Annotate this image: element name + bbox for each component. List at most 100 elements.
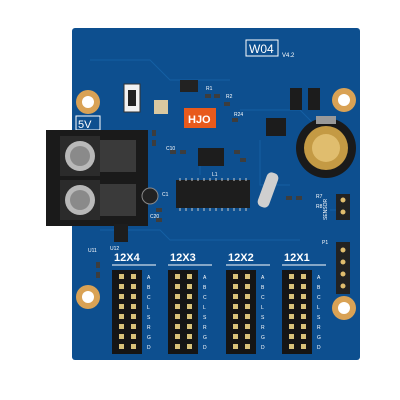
pin-row-letter: S bbox=[261, 315, 265, 321]
header-pin bbox=[175, 314, 180, 319]
header-pin bbox=[233, 274, 238, 279]
header-pin bbox=[289, 284, 294, 289]
pin-row-letter: A bbox=[203, 275, 207, 281]
header-pin bbox=[131, 334, 136, 339]
pin-row-letter: C bbox=[261, 295, 265, 301]
electrolytic-capacitor bbox=[141, 187, 159, 205]
pin-row-letter: S bbox=[317, 315, 321, 321]
header-pin bbox=[301, 344, 306, 349]
push-button-cap bbox=[128, 90, 136, 106]
ref-label: U11 bbox=[88, 248, 97, 254]
pin-row-letter: S bbox=[147, 315, 151, 321]
header-pin bbox=[245, 284, 250, 289]
smd-chip bbox=[308, 88, 320, 110]
header-pin bbox=[175, 344, 180, 349]
header-pin bbox=[119, 314, 124, 319]
connector-labels: 12X4 12X3 12X2 12X1 bbox=[114, 252, 310, 264]
header-pin bbox=[301, 314, 306, 319]
pin-row-letter: B bbox=[147, 285, 151, 291]
pin-header bbox=[226, 270, 256, 354]
header-pin bbox=[187, 334, 192, 339]
header-pin bbox=[175, 304, 180, 309]
pin-row-letter: A bbox=[317, 275, 321, 281]
ref-label: R2 bbox=[226, 94, 233, 100]
header-pin bbox=[187, 344, 192, 349]
header-pin bbox=[131, 344, 136, 349]
ic-chip bbox=[114, 224, 128, 242]
pin-row-letter: A bbox=[261, 275, 265, 281]
header-pin bbox=[119, 284, 124, 289]
model-label: W04 bbox=[249, 42, 274, 56]
ref-label: C20 bbox=[150, 214, 159, 220]
pin-row-letter: C bbox=[147, 295, 151, 301]
pin-row-letter: L bbox=[147, 305, 150, 311]
header-pin bbox=[233, 294, 238, 299]
side-header bbox=[336, 194, 350, 294]
ref-label: R8 bbox=[316, 204, 323, 210]
mounting-hole bbox=[76, 90, 100, 114]
header-pin bbox=[187, 284, 192, 289]
smd-chip bbox=[266, 118, 286, 136]
pin-header-group bbox=[112, 270, 312, 354]
header-pin bbox=[131, 274, 136, 279]
pin-header bbox=[112, 270, 142, 354]
smd-chip bbox=[154, 100, 168, 114]
header-pin bbox=[175, 284, 180, 289]
header-pin bbox=[119, 334, 124, 339]
header-pin bbox=[131, 304, 136, 309]
ref-label: U12 bbox=[110, 246, 119, 252]
header-pin bbox=[119, 344, 124, 349]
power-label: 5V bbox=[78, 119, 92, 131]
ic-chip bbox=[176, 180, 250, 208]
header-pin bbox=[245, 304, 250, 309]
ic-chip bbox=[198, 148, 224, 166]
pin-row-letter: S bbox=[203, 315, 207, 321]
pin-row-letter: R bbox=[261, 325, 265, 331]
header-pin bbox=[245, 314, 250, 319]
header-pin bbox=[131, 294, 136, 299]
header-pin bbox=[301, 304, 306, 309]
header-pin bbox=[301, 284, 306, 289]
pin-row-letter: D bbox=[147, 345, 151, 351]
pin-row-letter: D bbox=[261, 345, 265, 351]
header-pin bbox=[301, 274, 306, 279]
ref-label: R24 bbox=[234, 112, 243, 118]
connector-label: 12X2 bbox=[228, 252, 254, 264]
pin-row-letter: R bbox=[147, 325, 151, 331]
pin-header bbox=[282, 270, 312, 354]
connector-label: 12X1 bbox=[284, 252, 310, 264]
header-pin bbox=[289, 334, 294, 339]
header-pin bbox=[187, 274, 192, 279]
header-pin bbox=[119, 304, 124, 309]
ref-label: C10 bbox=[166, 146, 175, 152]
header-pin bbox=[187, 304, 192, 309]
version-label: V4.2 bbox=[282, 53, 295, 59]
pin-row-letter: R bbox=[317, 325, 321, 331]
smd-chip bbox=[290, 88, 302, 110]
header-pin bbox=[175, 274, 180, 279]
header-pin bbox=[175, 324, 180, 329]
ref-label: R7 bbox=[316, 194, 323, 200]
header-pin bbox=[245, 274, 250, 279]
pin-row-letter: D bbox=[317, 345, 321, 351]
pin-row-letter: B bbox=[203, 285, 207, 291]
header-pin bbox=[301, 294, 306, 299]
header-pin bbox=[187, 324, 192, 329]
header-pin bbox=[131, 324, 136, 329]
header-pin bbox=[233, 314, 238, 319]
ic-pins bbox=[179, 178, 247, 211]
pin-row-letter: D bbox=[203, 345, 207, 351]
header-pin bbox=[131, 284, 136, 289]
pin-row-letter: L bbox=[317, 305, 320, 311]
passive-components bbox=[96, 94, 302, 278]
header-pin bbox=[289, 314, 294, 319]
header-pin bbox=[301, 324, 306, 329]
logo-text: HJO bbox=[188, 114, 211, 126]
header-pin bbox=[119, 324, 124, 329]
pin-row-letter: G bbox=[317, 335, 321, 341]
mounting-hole bbox=[76, 285, 100, 309]
pin-row-letter: G bbox=[147, 335, 151, 341]
pin-header bbox=[168, 270, 198, 354]
pin-row-letter: G bbox=[203, 335, 207, 341]
